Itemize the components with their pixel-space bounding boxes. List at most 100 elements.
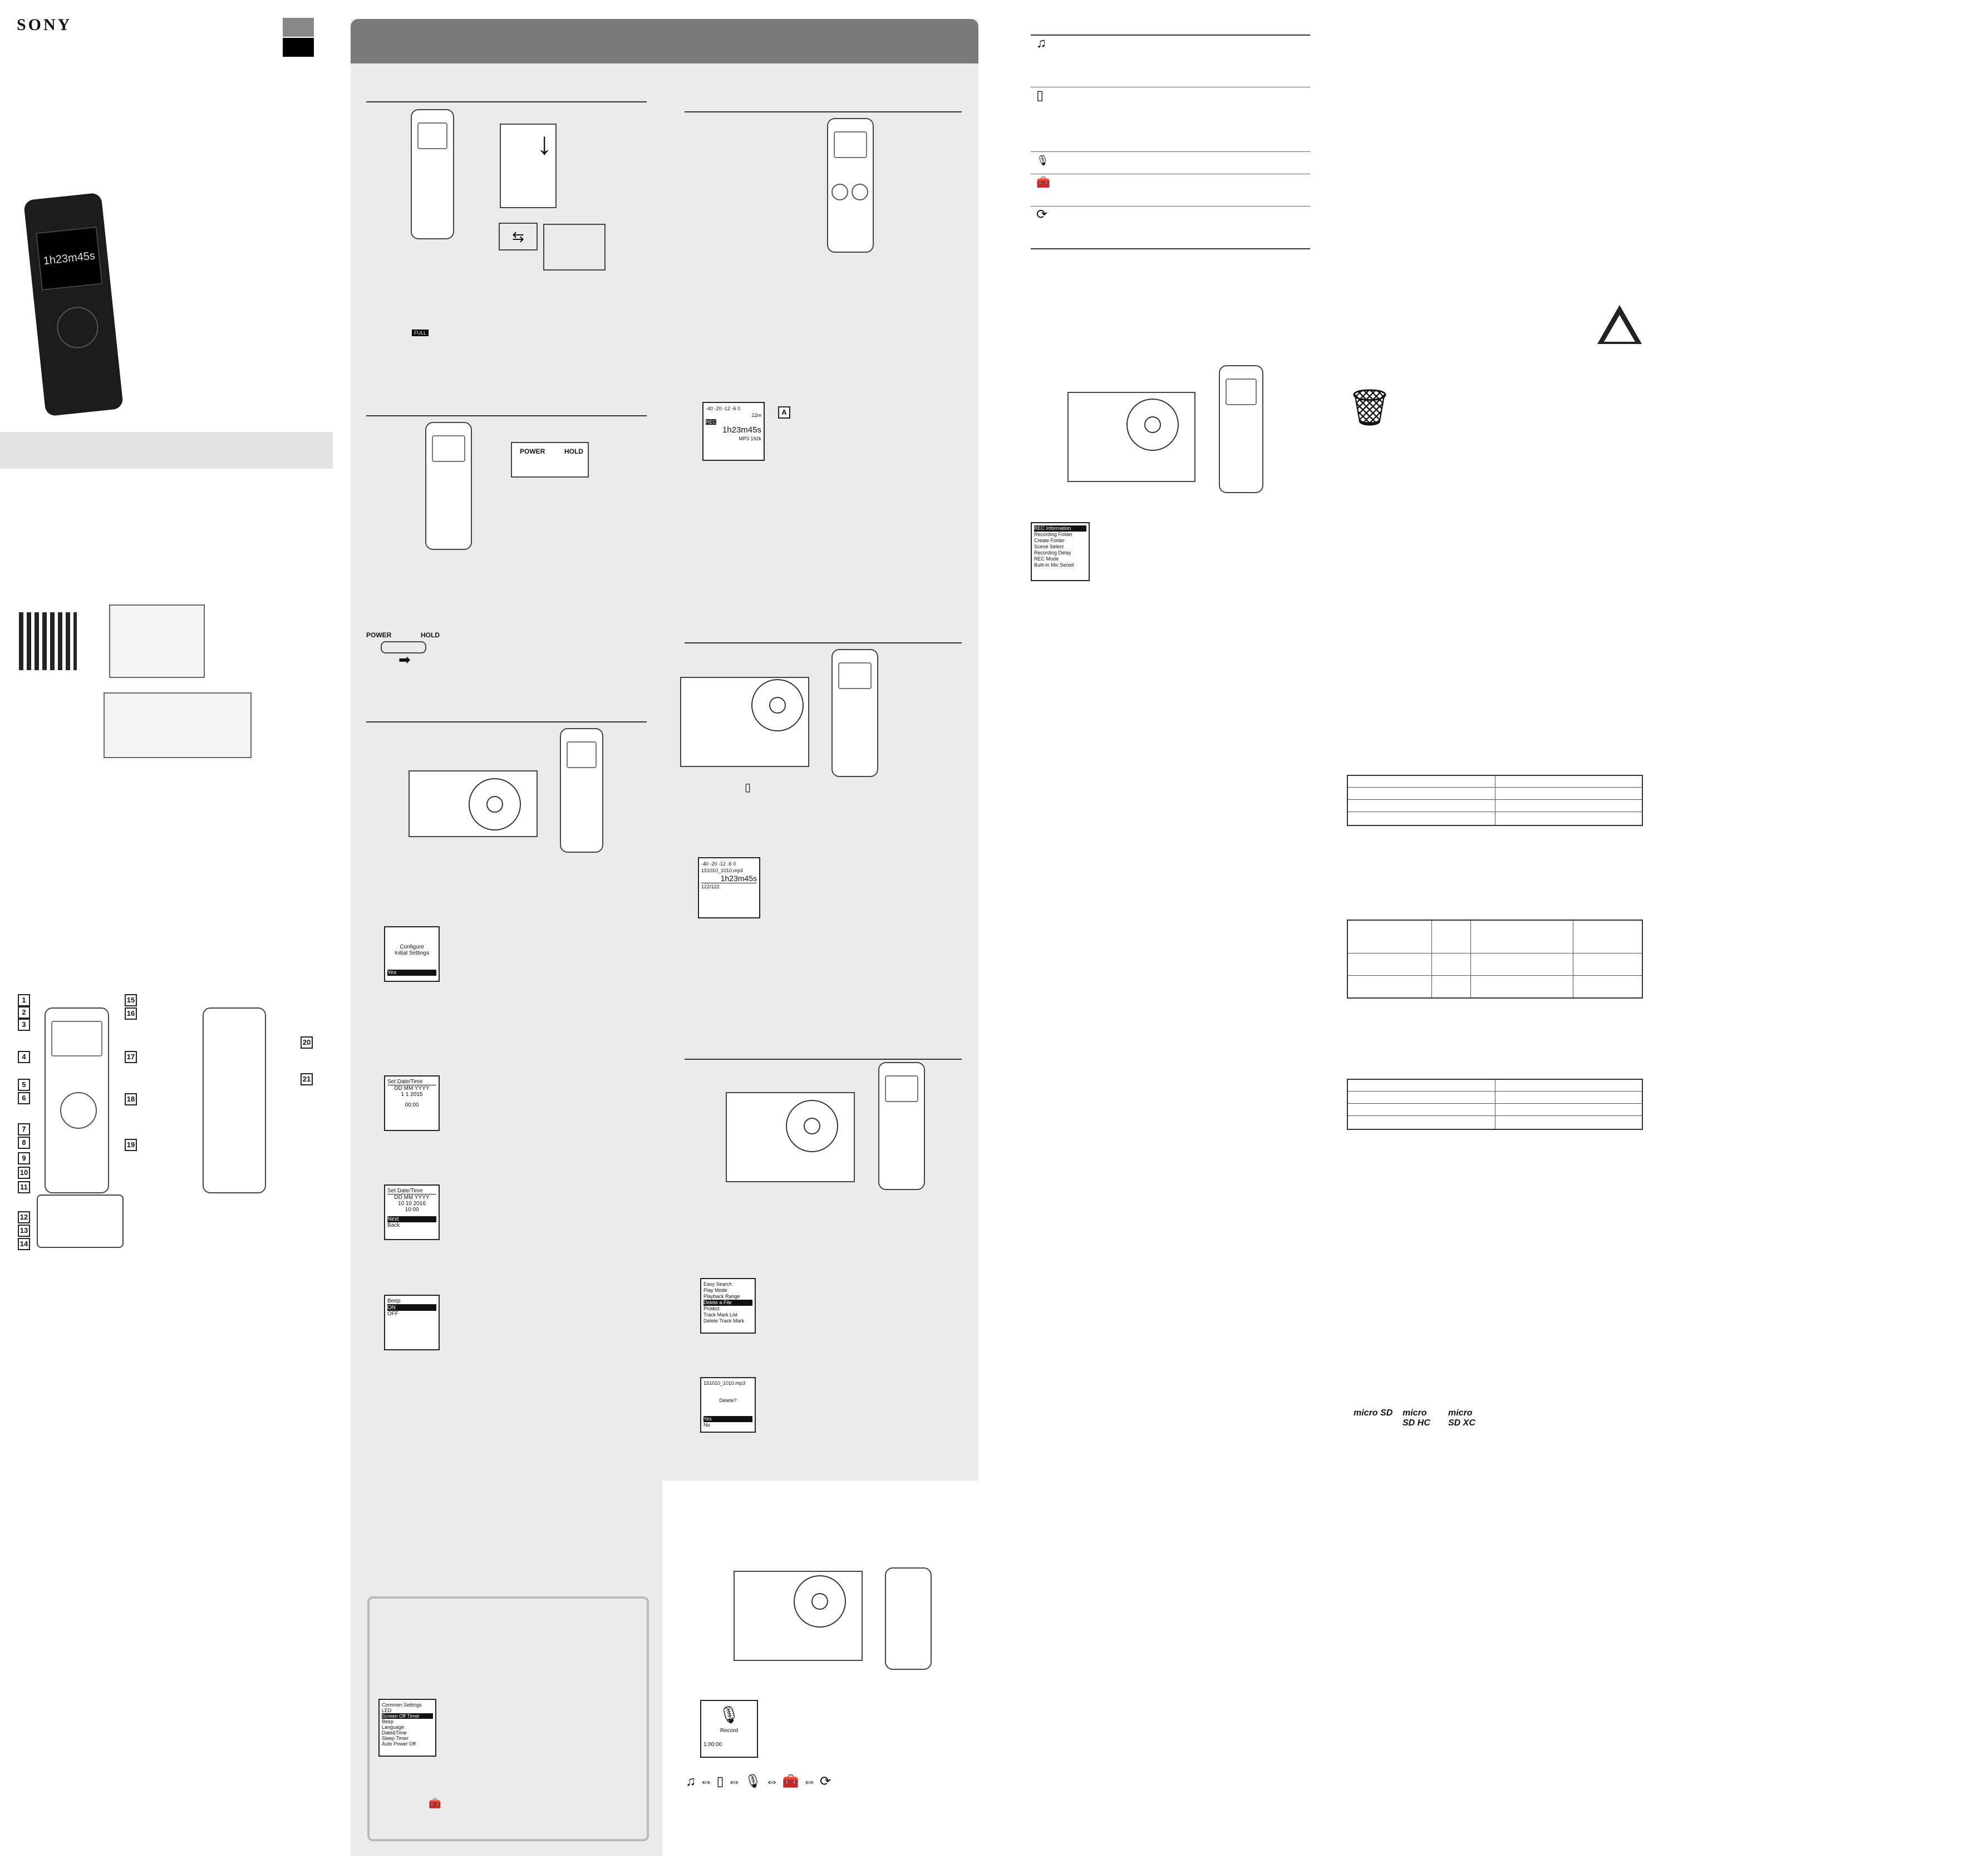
- callout-13: 13: [18, 1225, 30, 1237]
- settings-icon: 🧰: [1036, 176, 1050, 189]
- cs-led[interactable]: LED: [382, 1708, 392, 1713]
- hold-label-2: HOLD: [421, 631, 440, 639]
- cs-auto-off[interactable]: Auto Power Off: [382, 1741, 416, 1747]
- device-rec-menu: [1219, 365, 1263, 493]
- rec-format: MP3 192k: [739, 436, 761, 441]
- cs-language[interactable]: Language: [382, 1724, 405, 1730]
- date2-values: 10 10 2016: [397, 1201, 426, 1207]
- section-header: [351, 19, 978, 63]
- sony-logo: SONY: [17, 16, 72, 34]
- callout-19: 19: [125, 1139, 137, 1151]
- callout-7: 7: [18, 1123, 30, 1135]
- opt-playback-range[interactable]: Playback Range: [703, 1294, 740, 1299]
- record-icon: 🎙: [1036, 155, 1049, 166]
- callout-11: 11: [18, 1181, 30, 1193]
- menu-create-folder[interactable]: Create Folder: [1034, 538, 1065, 543]
- smartphone-help-guide: [109, 604, 205, 678]
- opt-track-mark-list[interactable]: Track Mark List: [703, 1312, 738, 1318]
- cs-datetime[interactable]: Date&Time: [382, 1730, 407, 1736]
- rec-info-menu-screen: REC Information Recording Folder Create …: [1031, 522, 1090, 581]
- callout-21: 21: [301, 1073, 313, 1085]
- callout-16: 16: [125, 1007, 137, 1020]
- dpad-rec-menu[interactable]: [1126, 399, 1179, 451]
- transfer-icon: ⟳: [1036, 207, 1048, 222]
- date1-title: Set Date/Time: [387, 1079, 436, 1085]
- file-icon: ▯: [716, 1774, 724, 1789]
- rule-play: [685, 642, 962, 643]
- opt-protect[interactable]: Protect: [703, 1306, 720, 1311]
- file-icon: ▯: [1036, 88, 1044, 103]
- parts-diagram-side: [203, 1007, 266, 1193]
- dpad-initial[interactable]: [469, 778, 521, 830]
- beep-on[interactable]: ON: [387, 1305, 436, 1311]
- beep-screen: Beep ON OFF: [384, 1295, 440, 1350]
- menu-table-top: [1031, 35, 1310, 36]
- callout-12: 12: [18, 1211, 30, 1223]
- callout-20: 20: [301, 1036, 313, 1049]
- callout-5: 5: [18, 1079, 30, 1091]
- rule-power: [366, 415, 647, 416]
- date2-back[interactable]: Back: [387, 1222, 400, 1228]
- play-screen: -40 -20 -12 -6 0 151010_1010.mp3 1h23m45…: [698, 857, 760, 918]
- delete-confirm-screen: 151010_1010.mp3 Delete? Yes No: [700, 1377, 756, 1433]
- power-label: POWER: [520, 448, 545, 455]
- callout-3: 3: [18, 1019, 30, 1031]
- dpad-play[interactable]: [751, 679, 804, 731]
- callout-6: 6: [18, 1092, 30, 1104]
- callout-2: 2: [18, 1006, 30, 1019]
- qr-code: [19, 612, 77, 670]
- callout-15: 15: [125, 994, 137, 1006]
- weee-bin-icon: 🗑: [1347, 387, 1392, 427]
- parts-diagram-bottom: [37, 1194, 124, 1248]
- power-slide-switch[interactable]: [381, 641, 426, 653]
- menu-recording-folder[interactable]: Recording Folder: [1034, 532, 1073, 537]
- callout-10: 10: [18, 1167, 30, 1179]
- device-play: [831, 649, 878, 777]
- home-label: Record: [720, 1728, 739, 1734]
- laptop-icon: [543, 224, 606, 271]
- delete-file: 151010_1010.mp3: [703, 1380, 746, 1386]
- play-file: 151010_1010.mp3: [701, 868, 744, 873]
- dpad-home[interactable]: [794, 1575, 846, 1628]
- callout-9: 9: [18, 1152, 30, 1164]
- callout-8: 8: [18, 1137, 30, 1149]
- delete-no[interactable]: No: [703, 1422, 710, 1428]
- date2-next[interactable]: Next: [387, 1216, 436, 1222]
- language-tab-gray: [283, 18, 314, 37]
- menu-rec-information[interactable]: REC Information: [1034, 525, 1086, 532]
- delete-yes[interactable]: Yes: [703, 1416, 752, 1422]
- cs-screen-off[interactable]: Screen Off Timer: [382, 1713, 433, 1719]
- title-band: [0, 432, 333, 469]
- cs-beep[interactable]: Beep: [382, 1719, 394, 1724]
- date2-header: DD MM YYYY: [394, 1194, 430, 1201]
- opt-delete-track-mark[interactable]: Delete Track Mark: [703, 1318, 745, 1324]
- initial-line1: Configure: [400, 944, 424, 950]
- beep-title: Beep: [387, 1298, 436, 1305]
- beep-off[interactable]: OFF: [387, 1311, 398, 1317]
- column-gap: [662, 1481, 978, 1865]
- opt-play-mode[interactable]: Play Mode: [703, 1287, 727, 1293]
- menu-builtin-mic[interactable]: Built-in Mic Sensit: [1034, 562, 1074, 568]
- recorder-photo: 1h23m45s: [23, 192, 124, 417]
- power-switch-detail: POWER HOLD: [511, 442, 589, 478]
- usb-slide-detail: [500, 124, 557, 208]
- menu-scene-select[interactable]: Scene Select: [1034, 544, 1064, 549]
- opt-delete-file[interactable]: Delete a File: [703, 1300, 752, 1306]
- opt-easy-search[interactable]: Easy Search: [703, 1281, 732, 1287]
- menu-recording-delay[interactable]: Recording Delay: [1034, 550, 1071, 556]
- rule-record: [685, 111, 962, 112]
- device-initial: [560, 728, 603, 853]
- full-badge: FULL: [412, 330, 429, 336]
- cs-sleep[interactable]: Sleep Timer: [382, 1736, 409, 1741]
- rule-charge: [366, 101, 647, 102]
- rec-screen: -40 -20 -12 -6 0 12m REC 1h23m45s MP3 19…: [702, 402, 765, 461]
- spec-table-3: [1347, 1079, 1643, 1130]
- dpad-delete[interactable]: [786, 1100, 838, 1152]
- record-icon: 🎙: [744, 1774, 762, 1789]
- hold-label: HOLD: [564, 448, 583, 455]
- date1-header: DD MM YYYY: [394, 1085, 430, 1092]
- initial-yes[interactable]: Yes: [387, 970, 436, 976]
- play-time: 1h23m45s: [720, 874, 757, 883]
- microsd-logo: micro SD: [1354, 1408, 1393, 1418]
- menu-rec-mode[interactable]: REC Mode: [1034, 556, 1059, 562]
